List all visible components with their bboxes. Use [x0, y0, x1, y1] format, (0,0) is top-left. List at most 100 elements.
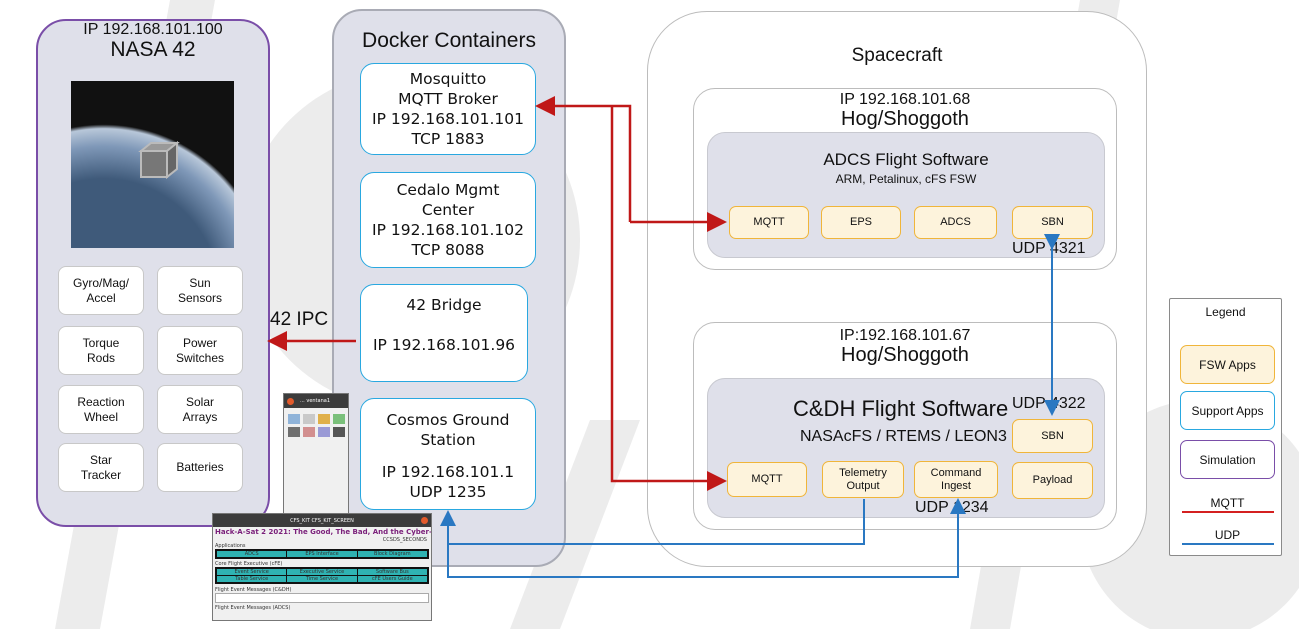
- launcher-app-icon[interactable]: [288, 427, 300, 437]
- cfs-sub: CCSDS_SECONDS: [382, 537, 427, 543]
- earth-view-image: [71, 81, 234, 248]
- cfs-core-button[interactable]: cFE Users Guide: [357, 576, 427, 582]
- hog1-app-mqtt[interactable]: MQTT: [729, 206, 809, 239]
- hog2-app-telemetry-output[interactable]: Telemetry Output: [822, 461, 904, 498]
- cfs-core-label: Core Flight Executive (cFE): [215, 561, 283, 567]
- cfs-core-button[interactable]: Software Bus: [357, 569, 427, 575]
- sensor-button-line2: Rods: [86, 350, 115, 365]
- cfs-msg1: Flight Event Messages (C&DH): [215, 587, 292, 593]
- launcher-app-icon[interactable]: [333, 427, 345, 437]
- hog2-app-command-ingest[interactable]: Command Ingest: [914, 461, 998, 498]
- hog1-app-adcs[interactable]: ADCS: [914, 206, 997, 239]
- sensor-button-line2: Accel: [86, 290, 116, 305]
- hog1-ip: IP 192.168.101.68: [839, 91, 971, 108]
- launcher-app-icon[interactable]: [288, 414, 300, 424]
- cfs-core-button[interactable]: Time Service: [287, 576, 357, 582]
- adcs-fsw-title: ADCS Flight Software: [823, 150, 989, 169]
- launcher-titlebar: ... ventana1: [284, 394, 348, 408]
- cfs-msg1-field[interactable]: [215, 593, 429, 603]
- bridge-ip: IP 192.168.101.96: [372, 336, 516, 354]
- sensor-button-line2: Tracker: [80, 467, 122, 482]
- command-line2: Ingest: [941, 479, 971, 492]
- hog2-app-payload[interactable]: Payload: [1012, 462, 1093, 499]
- cfs-core-button[interactable]: Executive Service: [287, 569, 357, 575]
- cfs-title: CFS_KIT CFS_KIT_SCREEN: [290, 517, 354, 524]
- close-icon[interactable]: [287, 397, 294, 405]
- launcher-app-icon[interactable]: [333, 414, 345, 424]
- cdh-fsw-subtitle: NASAcFS / RTEMS / LEON3: [800, 428, 1007, 445]
- cubesat-icon: [138, 140, 180, 180]
- mosquitto-name: Mosquitto: [409, 70, 487, 88]
- sensor-button-line1: Reaction: [77, 394, 125, 409]
- cfs-apps-label: Applications: [215, 543, 246, 549]
- cfs-titlebar: CFS_KIT CFS_KIT_SCREEN: [213, 514, 431, 527]
- cfs-core-grid: Event Service Executive Service Software…: [215, 567, 429, 584]
- hog2-app-mqtt[interactable]: MQTT: [727, 462, 807, 497]
- legend-mqtt-label: MQTT: [1210, 496, 1245, 510]
- sensor-button-line2: Wheel: [83, 409, 118, 424]
- sensor-button[interactable]: Batteries: [157, 443, 243, 492]
- cdh-udp-top: UDP 4322: [1012, 395, 1086, 412]
- launcher-title: ... ventana1: [300, 398, 330, 404]
- cfs-kit-window: CFS_KIT CFS_KIT_SCREEN Hack-A-Sat 2 2021…: [212, 513, 432, 621]
- cdh-fsw-title: C&DH Flight Software: [793, 396, 1009, 421]
- cfs-core-button[interactable]: Table Service: [217, 576, 287, 582]
- cosmos-name: Cosmos Ground: [386, 411, 510, 429]
- sensor-button-line2: Sensors: [177, 290, 223, 305]
- bridge-name: 42 Bridge: [406, 296, 482, 314]
- cedalo-container[interactable]: Cedalo Mgmt Center IP 192.168.101.102 TC…: [360, 172, 536, 268]
- cfs-app-button[interactable]: Block Diagram: [357, 551, 427, 557]
- legend-mqtt-line: [1182, 511, 1274, 513]
- cedalo-role: Center: [421, 201, 475, 219]
- nasa42-title: NASA 42: [110, 38, 196, 61]
- sensor-button-line1: Star: [89, 452, 112, 467]
- close-icon[interactable]: [421, 517, 428, 524]
- sensor-button-line1: Power: [182, 335, 217, 350]
- cfs-app-button[interactable]: ADCS: [217, 551, 287, 557]
- ipc-label: 42 IPC: [270, 309, 329, 330]
- hog1-app-sbn[interactable]: SBN: [1012, 206, 1093, 239]
- hog1-name: Hog/Shoggoth: [841, 108, 969, 130]
- cedalo-port: TCP 8088: [411, 241, 485, 259]
- sensor-button-line1: Gyro/Mag/: [72, 275, 129, 290]
- launcher-app-icon[interactable]: [303, 427, 315, 437]
- launcher-app-icon[interactable]: [318, 414, 330, 424]
- cfs-msg2: Flight Event Messages (ADCS): [215, 605, 291, 611]
- legend-udp-label: UDP: [1214, 528, 1241, 542]
- nasa42-ip: IP 192.168.101.100: [83, 21, 223, 38]
- cfs-core-button[interactable]: Event Service: [217, 569, 287, 575]
- cdh-udp-bottom: UDP 1234: [915, 499, 989, 516]
- launcher-app-icon[interactable]: [318, 427, 330, 437]
- sensor-button-line1: Sun: [189, 275, 211, 290]
- mosquitto-container[interactable]: Mosquitto MQTT Broker IP 192.168.101.101…: [360, 63, 536, 155]
- cfs-app-button[interactable]: EPS Interface: [287, 551, 357, 557]
- sensor-button-line1: Batteries: [176, 460, 224, 474]
- legend-udp-line: [1182, 543, 1274, 545]
- bridge-container[interactable]: 42 Bridge IP 192.168.101.96: [360, 284, 528, 382]
- legend-simulation: Simulation: [1180, 440, 1275, 479]
- cosmos-ip: IP 192.168.101.1: [381, 463, 515, 481]
- hog2-app-sbn[interactable]: SBN: [1012, 419, 1093, 453]
- mosquitto-port: TCP 1883: [411, 130, 485, 148]
- legend-support: Support Apps: [1180, 391, 1275, 430]
- legend-fsw: FSW Apps: [1180, 345, 1275, 384]
- adcs-fsw-subtitle: ARM, Petalinux, cFS FSW: [835, 172, 977, 186]
- docker-title: Docker Containers: [362, 29, 536, 52]
- sensor-button[interactable]: Gyro/Mag/Accel: [58, 266, 144, 315]
- hog2-name: Hog/Shoggoth: [841, 344, 969, 366]
- telemetry-line1: Telemetry: [839, 466, 887, 479]
- spacecraft-title: Spacecraft: [851, 45, 943, 66]
- hog1-app-eps[interactable]: EPS: [821, 206, 901, 239]
- cfs-apps-row: ADCS EPS Interface Block Diagram: [215, 549, 429, 559]
- sensor-button-line1: Torque: [82, 335, 120, 350]
- launcher-app-icon[interactable]: [303, 414, 315, 424]
- cedalo-ip: IP 192.168.101.102: [372, 221, 524, 239]
- cosmos-container[interactable]: Cosmos Ground Station IP 192.168.101.1 U…: [360, 398, 536, 510]
- command-line1: Command: [930, 466, 982, 479]
